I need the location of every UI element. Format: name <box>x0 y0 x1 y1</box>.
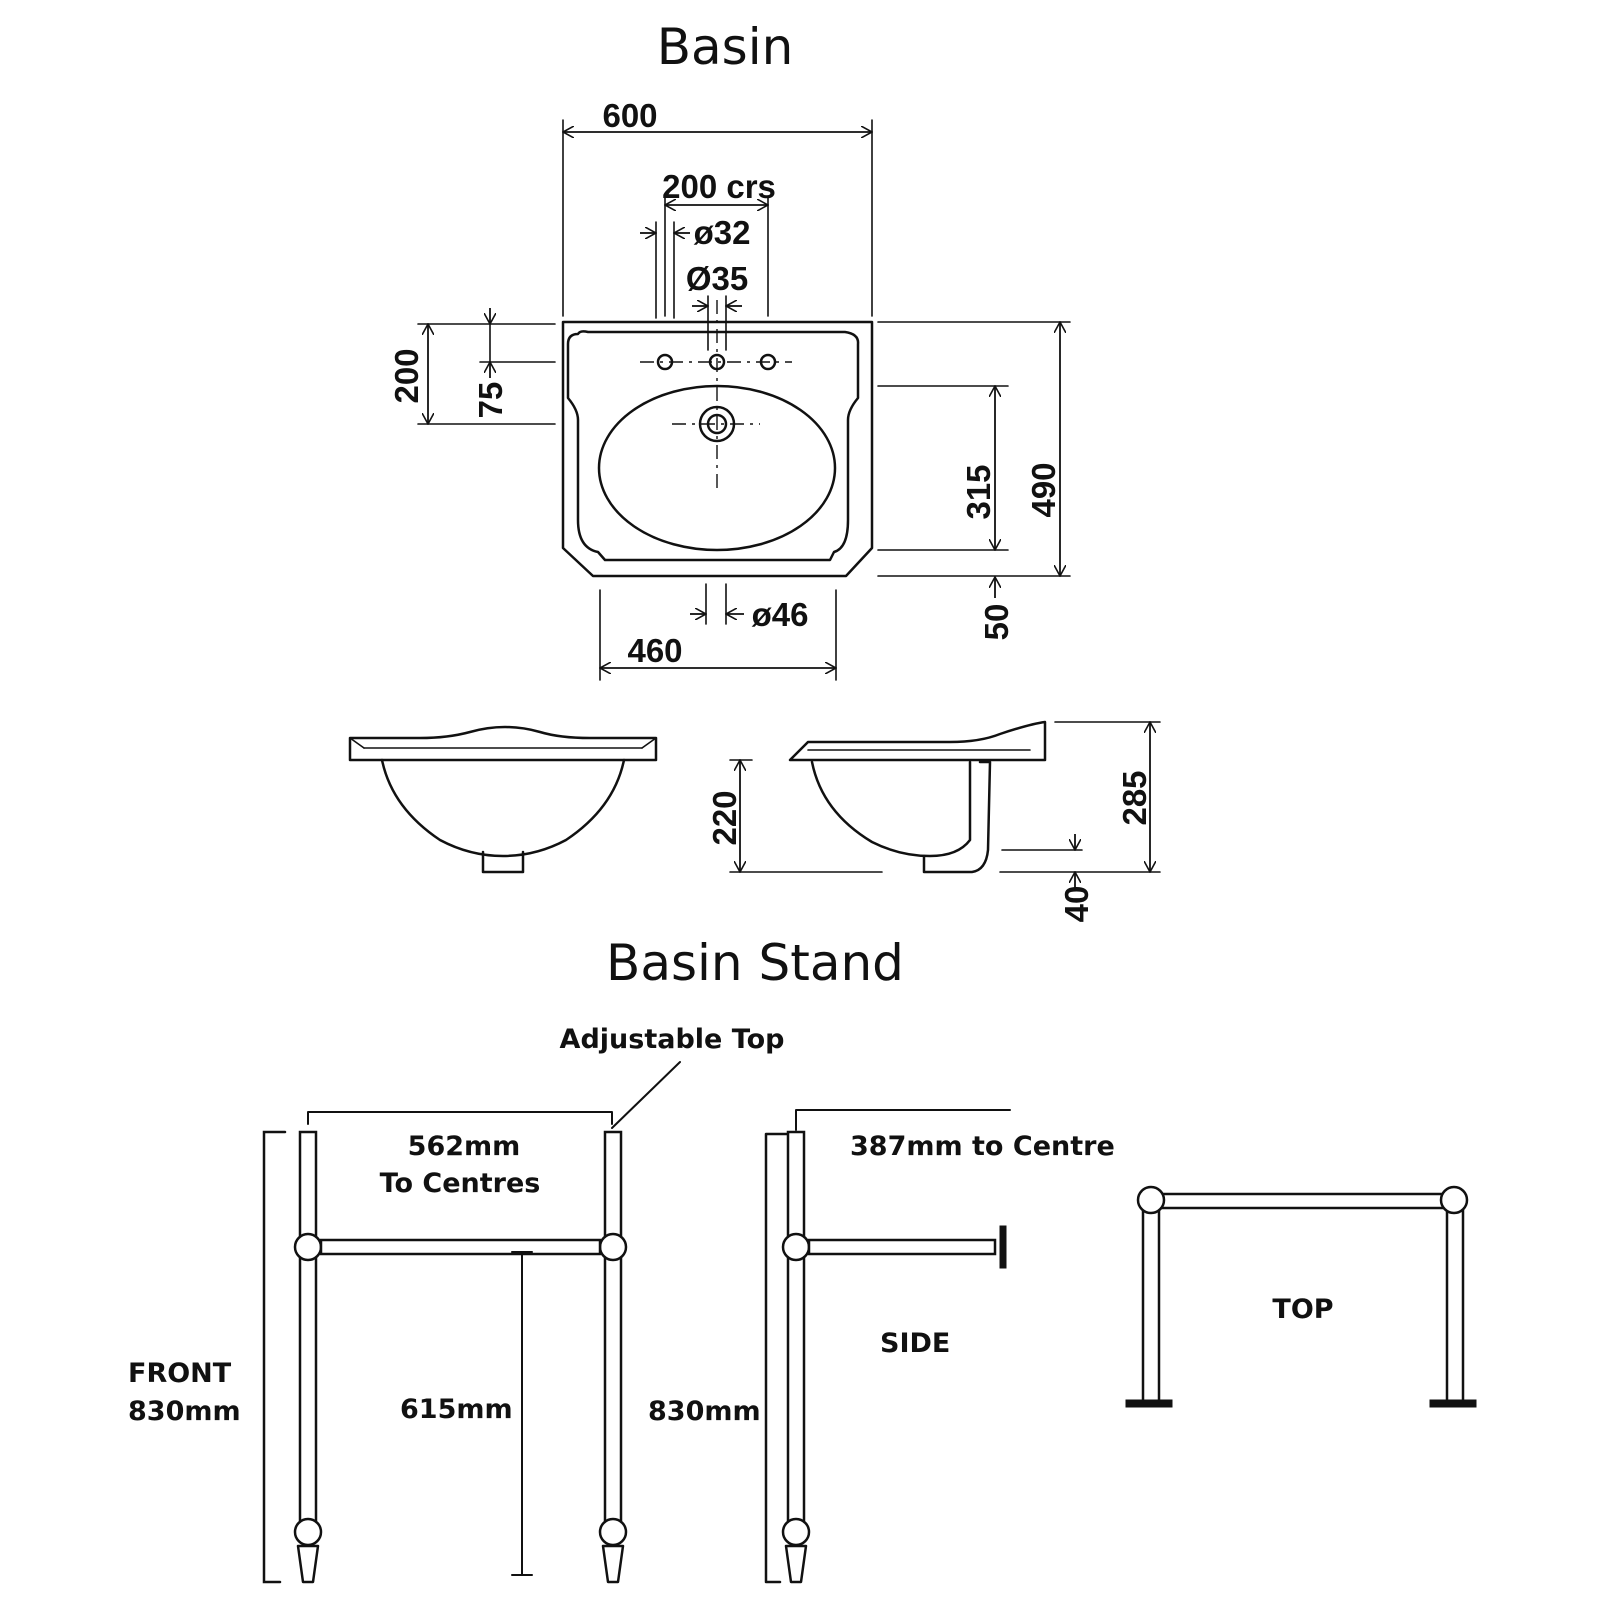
basin-title: Basin <box>657 18 794 76</box>
side-leg <box>786 1130 806 1524</box>
basin-stand-title: Basin Stand <box>606 934 904 992</box>
label-side-centre: 387mm to Centre <box>850 1131 1115 1162</box>
dim-tap-row-75: 75 <box>472 382 509 419</box>
dim-tap-hole: ø32 <box>694 214 751 251</box>
dim-height-285: 285 <box>1116 770 1153 825</box>
front-right-leg <box>603 1130 623 1524</box>
label-front-view: FRONT <box>128 1358 232 1389</box>
dim-tap-centres: 200 crs <box>662 168 776 205</box>
dim-bowl-315: 315 <box>960 464 997 519</box>
label-top-view: TOP <box>1272 1294 1333 1325</box>
dim-bowl-460: 460 <box>627 632 682 669</box>
label-side-height: 830mm <box>648 1396 761 1427</box>
dim-width-600: 600 <box>602 97 657 134</box>
basin-bowl <box>597 384 837 552</box>
basin-side-elevation: 220 285 40 <box>706 720 1161 923</box>
label-side-view: SIDE <box>880 1328 950 1359</box>
label-adjustable-top: Adjustable Top <box>560 1024 785 1055</box>
basin-front-elevation <box>348 725 658 874</box>
basin-plan-view: 600 200 crs ø32 Ø35 200 75 315 <box>388 97 1071 681</box>
basin-outline <box>561 320 874 578</box>
stand-top-view <box>1125 1185 1477 1408</box>
dim-depth-490: 490 <box>1025 462 1062 517</box>
dim-front-50: 50 <box>978 604 1015 641</box>
label-front-height: 830mm <box>128 1396 241 1427</box>
label-front-centres-1: 562mm <box>408 1131 521 1162</box>
side-rail <box>807 1238 997 1256</box>
front-rail <box>319 1238 602 1256</box>
dim-height-220: 220 <box>706 790 743 845</box>
label-front-centres-2: To Centres <box>380 1168 541 1199</box>
stand-front-view <box>262 1061 681 1584</box>
label-rail-height: 615mm <box>400 1394 513 1425</box>
basin-inner-rim <box>566 330 860 562</box>
dim-waste: ø46 <box>752 596 809 633</box>
top-rail <box>1160 1192 1448 1210</box>
dim-centre-hole: Ø35 <box>686 260 748 297</box>
dim-depth-200: 200 <box>388 348 425 403</box>
stand-side-view <box>764 1109 1011 1584</box>
front-left-leg <box>298 1130 318 1524</box>
dim-waste-40: 40 <box>1058 886 1095 923</box>
